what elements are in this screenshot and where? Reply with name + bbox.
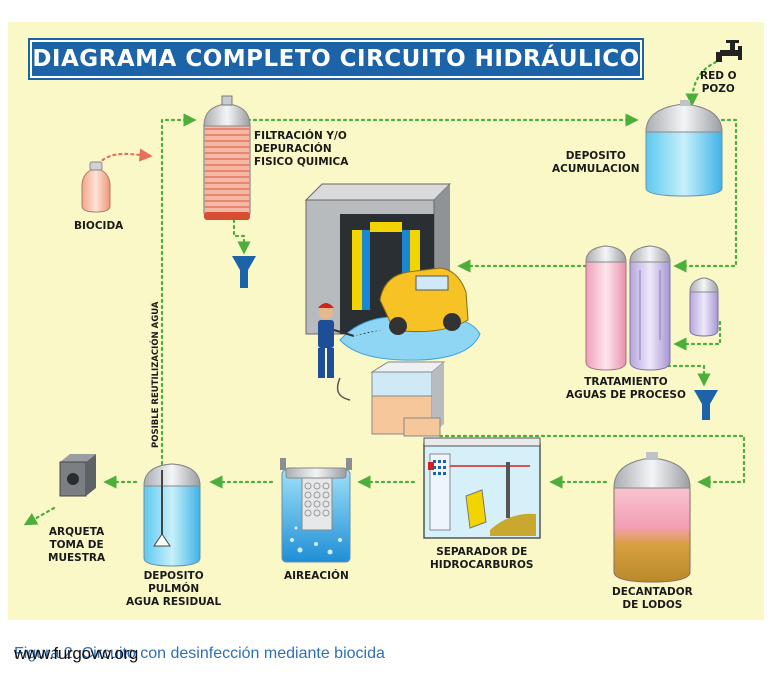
figure-caption: Figura 2. Circuito con desinfección medi… [14, 645, 385, 662]
sampling-box-icon [59, 454, 96, 497]
biocide-tank [81, 161, 111, 213]
funnel-icon [694, 390, 718, 420]
buffer-tank [143, 463, 201, 567]
label-aireacion: AIREACIÓN [284, 570, 349, 582]
label-filtracion: FILTRACIÓN Y/O DEPURACIÓN FISICO QUIMICA [254, 130, 349, 168]
treatment-tank-lavender [629, 245, 671, 371]
additive-tank [689, 277, 719, 337]
label-red-pozo: RED O POZO [700, 70, 737, 95]
storage-tank [645, 100, 723, 197]
flow-arrow-filter-to-funnel [232, 218, 251, 255]
biocide-dosing-arrow [96, 148, 153, 166]
drain-pit [370, 361, 446, 437]
flow-arrow-treatment-to-funnel [666, 364, 711, 387]
label-deposito-acumulacion: DEPOSITO ACUMULACION [552, 150, 640, 175]
label-decantador: DECANTADOR DE LODOS [612, 586, 693, 611]
flow-arrow-storage-to-treatment [673, 118, 738, 273]
label-arqueta: ARQUETA TOMA DE MUESTRA [48, 526, 106, 564]
aeration-tank [280, 458, 352, 563]
watermark: www.furgovw.org [14, 644, 138, 663]
label-separador: SEPARADOR DE HIDROCARBUROS [430, 546, 534, 571]
treatment-tank-pink [585, 245, 627, 371]
flow-arrow-sampling-out [23, 506, 56, 526]
flow-arrow-additive-to-treatment [673, 320, 722, 351]
diagram-title-box: DIAGRAMA COMPLETO CIRCUITO HIDRÁULICO [30, 40, 642, 78]
sludge-decanter [613, 452, 691, 583]
filtration-column [203, 95, 251, 220]
label-posible-reutilizacion: POSIBLE REUTILIZACIÓN AGUA [151, 301, 161, 448]
label-deposito-pulmon: DEPOSITO PULMÓN AGUA RESIDUAL [126, 570, 222, 608]
tap-icon [716, 40, 742, 62]
car-wash-icon [304, 183, 481, 401]
flow-arrow-reuse [160, 113, 197, 472]
hydrocarbon-separator [423, 437, 541, 539]
flow-arrow-tap-to-storage [685, 60, 718, 107]
label-biocida: BIOCIDA [74, 220, 124, 232]
flow-arrow-pit-to-decanter [438, 434, 746, 489]
diagram-title: DIAGRAMA COMPLETO CIRCUITO HIDRÁULICO [32, 46, 640, 72]
funnel-icon [232, 256, 256, 288]
label-tratamiento: TRATAMIENTO AGUAS DE PROCESO [566, 376, 686, 401]
